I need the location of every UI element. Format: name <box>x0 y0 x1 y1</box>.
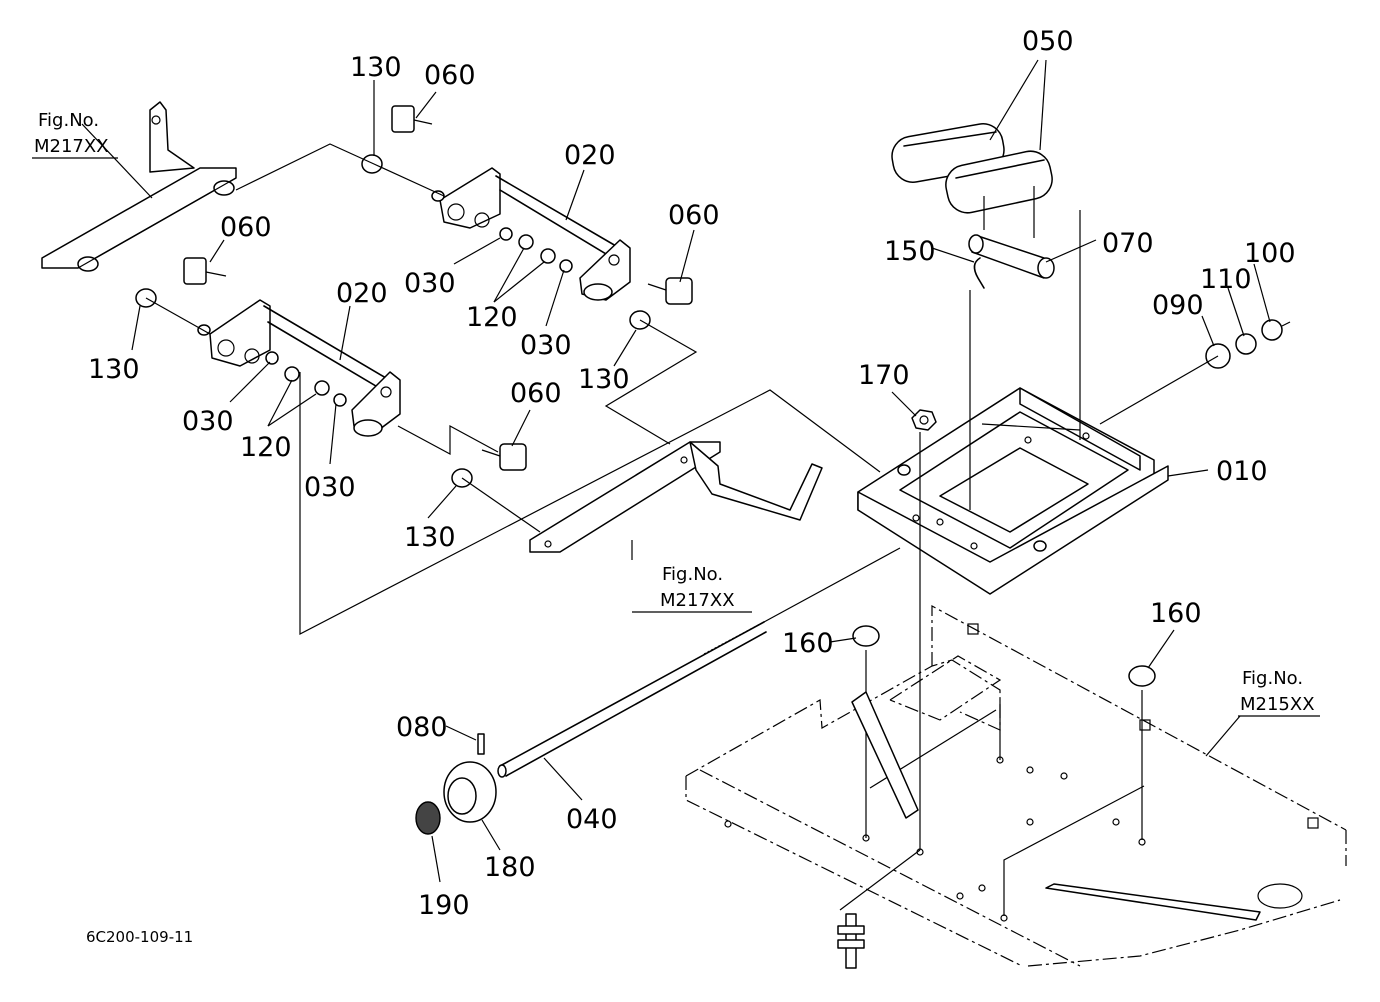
pin-080 <box>477 733 485 755</box>
washers <box>265 227 573 407</box>
label-150: 150 <box>884 236 936 267</box>
label-160-right: 160 <box>1150 598 1202 629</box>
bottom-bolt <box>837 913 865 969</box>
fig-ref-3: Fig.No. M215XX <box>1238 668 1320 717</box>
clip-150 <box>973 257 985 289</box>
label-130-left: 130 <box>88 354 140 385</box>
label-030-upper-right: 030 <box>520 330 572 361</box>
label-090: 090 <box>1152 290 1204 321</box>
label-010: 010 <box>1216 456 1268 487</box>
part-labels: 050 130 060 020 060 150 070 100 110 090 … <box>88 26 1296 921</box>
washer-nut-set <box>1099 319 1291 425</box>
upper-left-bracket <box>41 101 237 272</box>
label-030-lower-left: 030 <box>182 406 234 437</box>
label-130-lower: 130 <box>404 522 456 553</box>
rod-040 <box>497 547 901 778</box>
label-100: 100 <box>1244 238 1296 269</box>
label-060-right: 060 <box>668 200 720 231</box>
label-170: 170 <box>858 360 910 391</box>
diagram-code: 6C200-109-11 <box>86 928 193 946</box>
bolt <box>183 257 227 285</box>
label-030-lower-right: 030 <box>304 472 356 503</box>
chassis-platform <box>685 604 1347 967</box>
cap-190 <box>415 801 441 835</box>
left-leader-lines <box>145 143 881 635</box>
label-060-lower: 060 <box>510 378 562 409</box>
label-060-left: 060 <box>220 212 272 243</box>
upper-link-assembly <box>431 167 631 301</box>
label-030-upper-left: 030 <box>404 268 456 299</box>
label-050: 050 <box>1022 26 1074 57</box>
fig-ref-3-line1: Fig.No. <box>1242 668 1303 689</box>
fig-ref-3-line2: M215XX <box>1240 694 1315 715</box>
label-020-upper: 020 <box>564 140 616 171</box>
label-leaders <box>81 59 1271 883</box>
fig-ref-2-line2: M217XX <box>660 590 735 611</box>
label-040: 040 <box>566 804 618 835</box>
label-120-upper: 120 <box>466 302 518 333</box>
bumpers-160 <box>852 625 1156 687</box>
fig-ref-2: Fig.No. M217XX <box>632 564 752 613</box>
vertical-leader-lines <box>839 210 1145 916</box>
bolt <box>391 105 433 133</box>
label-110: 110 <box>1200 264 1252 295</box>
seat-frame-010 <box>857 387 1169 595</box>
fig-ref-1-line1: Fig.No. <box>38 110 99 131</box>
knob-180 <box>443 761 497 823</box>
label-190: 190 <box>418 890 470 921</box>
label-160-left: 160 <box>782 628 834 659</box>
nut-170 <box>911 409 937 431</box>
bolt <box>481 443 527 471</box>
label-120-lower: 120 <box>240 432 292 463</box>
label-070: 070 <box>1102 228 1154 259</box>
label-060-top: 060 <box>424 60 476 91</box>
right-bracket <box>529 441 823 553</box>
label-180: 180 <box>484 852 536 883</box>
fig-ref-1-line2: M217XX <box>34 136 109 157</box>
bolts-060 <box>183 105 693 471</box>
label-020-lower: 020 <box>336 278 388 309</box>
label-130-top: 130 <box>350 52 402 83</box>
bushings-130 <box>135 154 651 488</box>
bolt <box>647 277 693 305</box>
fig-ref-2-line1: Fig.No. <box>662 564 723 585</box>
springs-050 <box>891 123 1053 238</box>
fig-ref-1: Fig.No. M217XX <box>32 110 118 159</box>
label-080: 080 <box>396 712 448 743</box>
label-130-right: 130 <box>578 364 630 395</box>
pin-070 <box>968 234 1055 279</box>
